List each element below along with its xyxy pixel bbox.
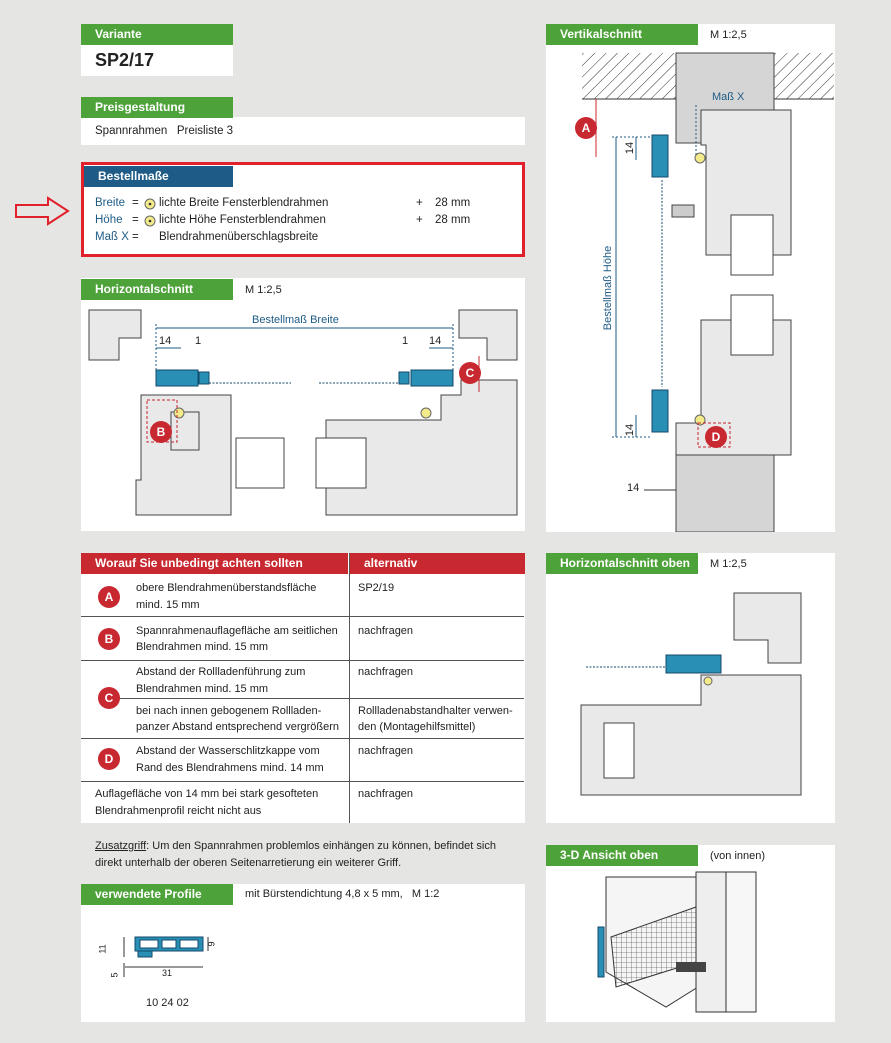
table-row-c-r1: nachfragen (358, 666, 414, 678)
table-row-d-l2: Rand des Blendrahmens mind. 14 mm (136, 762, 324, 774)
table-row-a-l2: mind. 15 mm (136, 599, 200, 611)
horizontal-header: Horizontalschnitt (81, 279, 233, 300)
marker-b: B (150, 421, 172, 443)
bestell-text-hoehe: lichte Höhe Fensterblendrahmen (159, 214, 326, 226)
bestell-label-breite: Breite (95, 197, 126, 209)
horizontal-dim-1a: 1 (195, 335, 202, 347)
vertikal-header: Vertikalschnitt (546, 24, 698, 45)
horizontal-dim-14a: 14 (159, 335, 172, 347)
horizontal-oben-drawing (580, 592, 802, 796)
table-badge-c: C (98, 687, 120, 709)
bestell-eq-breite: = (132, 197, 139, 209)
horizontal-dim-1b: 1 (402, 335, 409, 347)
bestell-label-massx: Maß X (95, 231, 129, 243)
profile-desc: mit Bürstendichtung 4,8 x 5 mm, M 1:2 (245, 888, 440, 900)
bestell-eq-hoehe: = (132, 214, 139, 226)
profile-dim-5: 5 (109, 972, 120, 978)
vertikal-dim-14b: 14 (624, 423, 637, 437)
ansicht-header: 3-D Ansicht oben (546, 845, 698, 866)
vertikal-mass-x: Maß X (712, 91, 745, 103)
marker-d: D (705, 426, 727, 448)
table-row-c2-r1: Rollladenabstandhalter verwen- (358, 705, 513, 717)
horizontal-section-drawing (88, 309, 518, 516)
table-row-e-l2: Blendrahmenprofil reicht nicht aus (95, 805, 262, 817)
ansicht-note: (von innen) (710, 850, 766, 862)
variante-value: SP2/17 (95, 50, 155, 70)
horizontal-oben-header: Horizontalschnitt oben (546, 553, 698, 574)
zusatz-label: Zusatzgriff (95, 840, 147, 852)
vertikal-dim-14a: 14 (624, 141, 637, 155)
bestell-label-hoehe: Höhe (95, 214, 123, 226)
circle-dot-icon (144, 215, 156, 227)
profile-number: 10 24 02 (146, 997, 189, 1009)
table-header-right: alternativ (350, 553, 525, 574)
profile-dim-11: 11 (97, 944, 108, 954)
horizontal-dim-14b: 14 (429, 335, 442, 347)
table-badge-d: D (98, 748, 120, 770)
bestell-header: Bestellmaße (84, 166, 233, 187)
bestell-eq-massx: = (132, 231, 139, 243)
profile-panel (81, 884, 525, 1022)
zusatz-line2: direkt unterhalb der oberen Seitenarreti… (95, 857, 402, 869)
table-row-e-r1: nachfragen (358, 788, 414, 800)
profile-dim-31: 31 (162, 968, 173, 978)
preis-header: Preisgestaltung (81, 97, 233, 118)
variante-panel (81, 44, 233, 76)
table-row-b-r1: nachfragen (358, 625, 414, 637)
bestell-value-hoehe: 28 mm (435, 214, 471, 226)
bestell-value-breite: 28 mm (435, 197, 471, 209)
horizontal-oben-scale: M 1:2,5 (710, 558, 747, 570)
profile-dim-9: 9 (206, 941, 217, 947)
table-row-c-l2: Blendrahmen mind. 15 mm (136, 683, 269, 695)
profile-drawing (123, 936, 209, 977)
marker-c: C (459, 362, 481, 384)
bestell-plus-hoehe: + (416, 214, 423, 226)
vertikal-scale: M 1:2,5 (710, 29, 747, 41)
bestell-plus-breite: + (416, 197, 423, 209)
table-row-b-l1: Spannrahmenauflagefläche am seitlichen (136, 625, 338, 637)
table-header-left: Worauf Sie unbedingt achten sollten (81, 553, 348, 574)
zusatz-text: Zusatzgriff: Um den Spannrahmen probleml… (95, 838, 496, 854)
table-row-c-l1: Abstand der Rollladenführung zum (136, 666, 306, 678)
pointer-arrow-icon (15, 196, 70, 226)
zusatz-line1: : Um den Spannrahmen problemlos einhänge… (146, 840, 496, 852)
vertikal-dim-label: Bestellmaß Höhe (602, 245, 615, 331)
circle-dot-icon (144, 198, 156, 210)
table-row-d-r1: nachfragen (358, 745, 414, 757)
marker-a: A (575, 117, 597, 139)
preis-text: Spannrahmen Preisliste 3 (95, 125, 234, 137)
table-row-c2-r2: den (Montagehilfsmittel) (358, 721, 476, 733)
horizontal-dim-label: Bestellmaß Breite (252, 314, 339, 326)
horizontal-scale: M 1:2,5 (245, 284, 282, 296)
profile-header: verwendete Profile (81, 884, 233, 905)
variante-header: Variante (81, 24, 233, 45)
hinweis-table (81, 553, 525, 823)
table-row-b-l2: Blendrahmen mind. 15 mm (136, 641, 269, 653)
bestell-text-breite: lichte Breite Fensterblendrahmen (159, 197, 329, 209)
ansicht-3d-drawing (597, 871, 757, 1013)
preis-panel (81, 117, 525, 145)
table-row-e-l1: Auflagefläche von 14 mm bei stark gesoft… (95, 788, 319, 800)
table-row-c2-l1: bei nach innen gebogenem Rollladen- (136, 705, 322, 717)
table-row-d-l1: Abstand der Wasserschlitzkappe vom (136, 745, 320, 757)
table-row-c2-l2: panzer Abstand entsprechend vergrößern (136, 721, 340, 733)
bestell-text-massx: Blendrahmenüberschlagsbreite (159, 231, 319, 243)
vertikal-dim-14c: 14 (627, 482, 640, 494)
table-row-a-r1: SP2/19 (358, 582, 395, 594)
table-badge-a: A (98, 586, 120, 608)
table-badge-b: B (98, 628, 120, 650)
vertical-section-drawing (582, 52, 834, 532)
table-row-a-l1: obere Blendrahmenüberstandsfläche (136, 582, 317, 594)
